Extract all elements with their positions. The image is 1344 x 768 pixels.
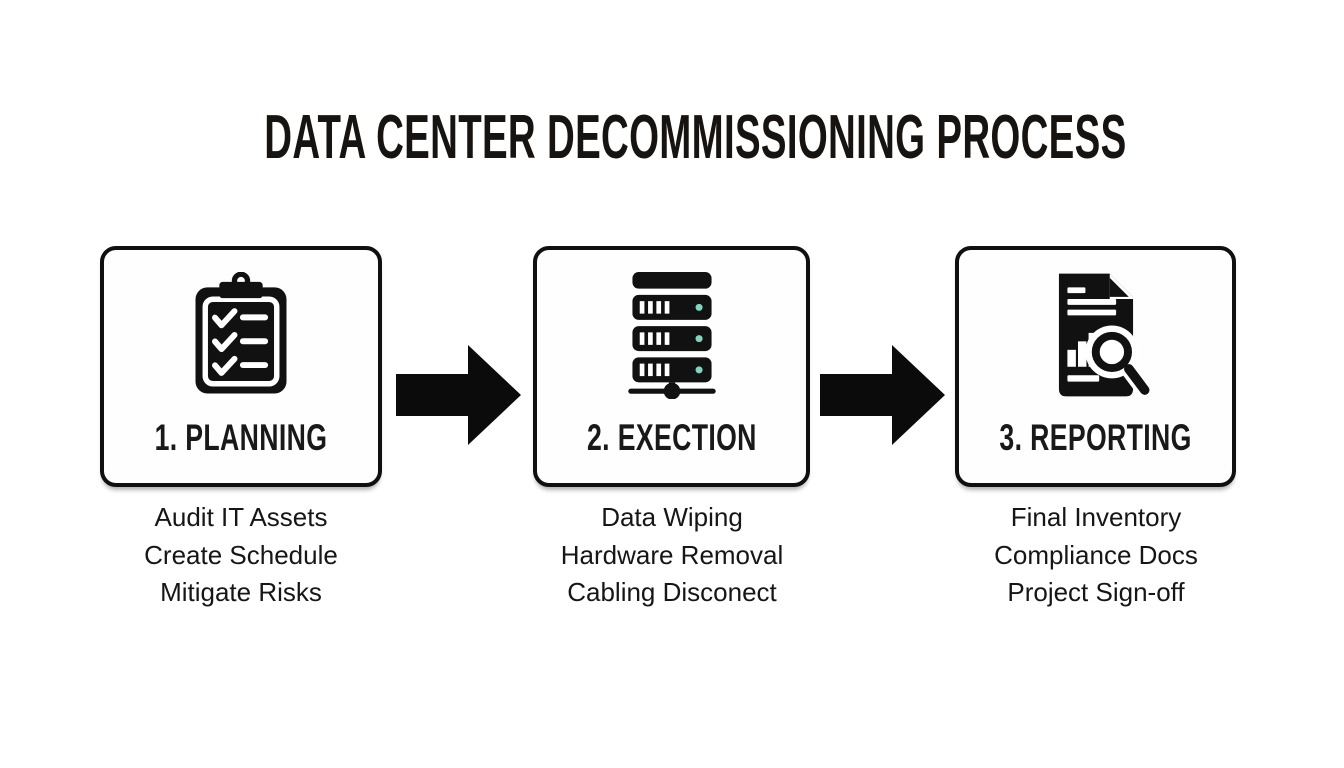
stage-list-planning: Audit IT Assets Create Schedule Mitigate… xyxy=(71,499,411,612)
list-item: Audit IT Assets xyxy=(154,502,328,532)
stage-list-reporting: Final Inventory Compliance Docs Project … xyxy=(926,499,1266,612)
list-item: Cabling Disconect xyxy=(567,577,777,607)
page-title: DATA CENTER DECOMMISSIONING PROCESS xyxy=(0,106,1344,170)
list-item: Project Sign-off xyxy=(1007,577,1185,607)
stage-list-exection: Data Wiping Hardware Removal Cabling Dis… xyxy=(502,499,842,612)
list-item: Create Schedule xyxy=(144,539,338,570)
stage-label-exection: 2. EXECTION xyxy=(586,417,757,458)
list-item: Compliance Docs xyxy=(994,539,1198,570)
server-rack-icon xyxy=(622,270,722,400)
list-item: Final Inventory xyxy=(1010,502,1182,532)
stage-box-exection: 2. EXECTION xyxy=(533,246,810,487)
stage-box-reporting: 3. REPORTING xyxy=(955,246,1236,487)
list-item: Mitigate Risks xyxy=(160,577,322,607)
right-arrow-icon xyxy=(396,345,521,445)
stage-box-planning: 1. PLANNING xyxy=(100,246,382,487)
list-item: Data Wiping xyxy=(601,502,743,532)
report-magnifier-icon xyxy=(1042,270,1150,400)
server-led-2 xyxy=(695,334,703,342)
clipboard-checklist-icon xyxy=(189,270,293,400)
page-title-text: DATA CENTER DECOMMISSIONING PROCESS xyxy=(264,103,1127,172)
stage-label-reporting: 3. REPORTING xyxy=(999,417,1192,458)
stage-label-planning: 1. PLANNING xyxy=(154,417,328,458)
server-led-3 xyxy=(695,365,703,373)
right-arrow-icon xyxy=(820,345,945,445)
list-item: Hardware Removal xyxy=(560,539,784,570)
server-led-1 xyxy=(695,303,703,311)
